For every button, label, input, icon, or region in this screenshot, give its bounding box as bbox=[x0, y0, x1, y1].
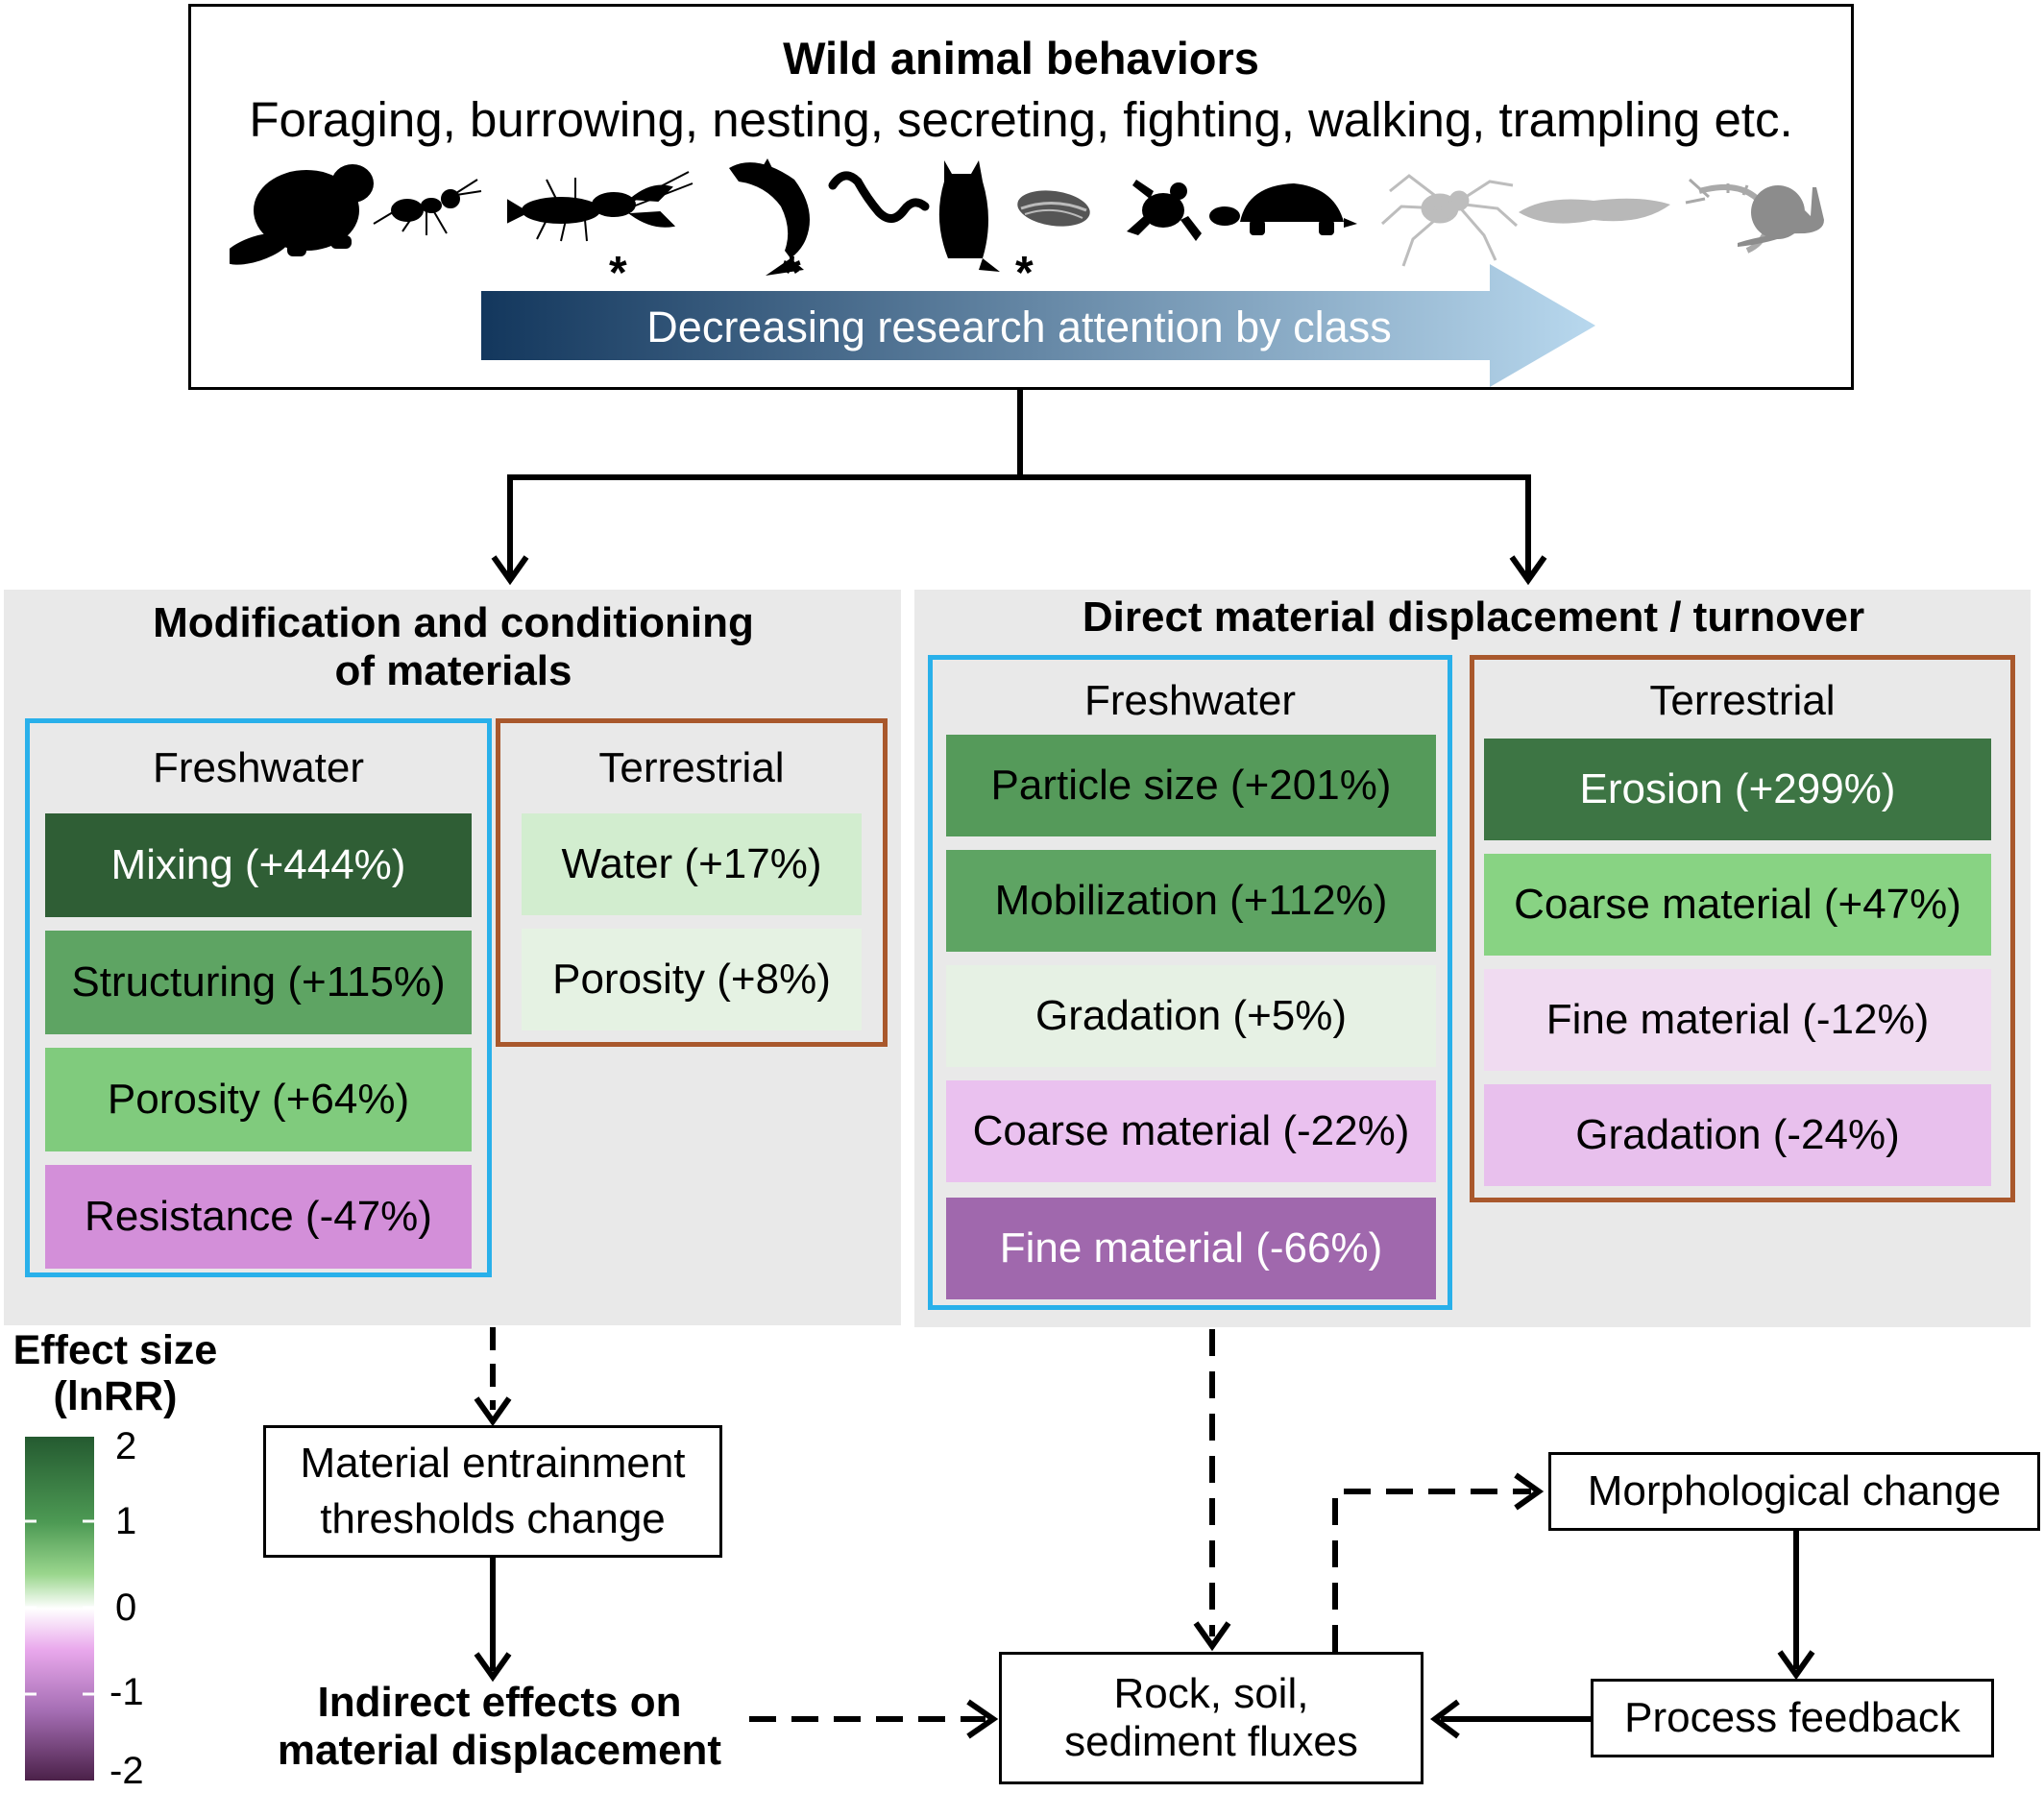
behaviors-title: Wild animal behaviors bbox=[783, 33, 1259, 84]
modification-panel-title: Modification and conditioning of materia… bbox=[153, 599, 754, 694]
effect-cell-terrestrial-fine-material: Fine material (-12%) bbox=[1484, 969, 1991, 1071]
displacement-freshwater-group: Freshwater Particle size (+201%) Mobiliz… bbox=[928, 655, 1452, 1310]
effect-cell-fine-material: Fine material (-66%) bbox=[946, 1198, 1436, 1299]
process-feedback-box: Process feedback bbox=[1591, 1679, 1994, 1757]
displacement-terrestrial-title: Terrestrial bbox=[1649, 677, 1836, 724]
behaviors-list: Foraging, burrowing, nesting, secreting,… bbox=[249, 92, 1793, 147]
ant-asterisk: * bbox=[609, 248, 627, 299]
modification-freshwater-group: Freshwater Mixing (+444%) Structuring (+… bbox=[25, 718, 492, 1277]
leech-icon bbox=[1519, 198, 1670, 224]
worm-asterisk: * bbox=[1015, 248, 1034, 299]
effect-cell-structuring: Structuring (+115%) bbox=[45, 931, 472, 1034]
owl-icon bbox=[938, 160, 1000, 272]
beaver-icon bbox=[230, 164, 374, 265]
effect-cell-coarse-material: Coarse material (-22%) bbox=[946, 1080, 1436, 1182]
frog-icon bbox=[1127, 180, 1202, 241]
attention-gradient-arrow bbox=[481, 264, 1595, 387]
displacement-freshwater-title: Freshwater bbox=[1083, 677, 1297, 724]
legend-tick-2: 2 bbox=[115, 1425, 137, 1467]
effect-cell-erosion: Erosion (+299%) bbox=[1484, 739, 1991, 840]
effect-cell-mobilization: Mobilization (+112%) bbox=[946, 850, 1436, 952]
effect-cell-resistance: Resistance (-47%) bbox=[45, 1165, 472, 1269]
displacement-terrestrial-group: Terrestrial Erosion (+299%) Coarse mater… bbox=[1470, 655, 2015, 1202]
legend-title: Effect size (lnRR) bbox=[12, 1327, 218, 1419]
legend-tick-neg2: -2 bbox=[110, 1750, 144, 1792]
mussel-icon bbox=[1017, 190, 1090, 227]
effect-cell-gradation: Gradation (+5%) bbox=[946, 965, 1436, 1067]
ant-icon bbox=[373, 179, 482, 235]
morphological-change-box: Morphological change bbox=[1548, 1452, 2040, 1531]
modification-panel: Modification and conditioning of materia… bbox=[4, 590, 901, 1325]
legend-tick-marks bbox=[25, 1519, 94, 1696]
spider-icon bbox=[1380, 174, 1519, 267]
modification-freshwater-title: Freshwater bbox=[152, 744, 365, 791]
fish-icon bbox=[729, 158, 810, 276]
entrainment-thresholds-box: Material entrainment thresholds change bbox=[263, 1425, 722, 1558]
modification-terrestrial-title: Terrestrial bbox=[598, 744, 785, 791]
crayfish-icon bbox=[507, 171, 694, 242]
indirect-effects-label: Indirect effects on material displacemen… bbox=[277, 1679, 722, 1774]
sediment-fluxes-box: Rock, soil, sediment fluxes bbox=[999, 1652, 1424, 1784]
worm-icon bbox=[828, 171, 930, 223]
crayfish-asterisk: * bbox=[783, 248, 801, 299]
effect-cell-terrestrial-gradation: Gradation (-24%) bbox=[1484, 1084, 1991, 1186]
effect-cell-particle-size: Particle size (+201%) bbox=[946, 735, 1436, 836]
effect-cell-water: Water (+17%) bbox=[522, 813, 862, 915]
effect-cell-mixing: Mixing (+444%) bbox=[45, 813, 472, 917]
displacement-panel: Direct material displacement / turnover … bbox=[914, 590, 2031, 1327]
animal-silhouettes bbox=[230, 158, 1824, 276]
legend-tick-1: 1 bbox=[115, 1500, 137, 1542]
turtle-icon bbox=[1209, 183, 1357, 235]
legend-tick-0: 0 bbox=[115, 1587, 137, 1629]
effect-cell-porosity: Porosity (+64%) bbox=[45, 1048, 472, 1151]
displacement-panel-title: Direct material displacement / turnover bbox=[1082, 594, 1865, 641]
snail-icon bbox=[1738, 185, 1824, 247]
effect-cell-terrestrial-coarse-material: Coarse material (+47%) bbox=[1484, 854, 1991, 956]
behaviors-box: Wild animal behaviors Foraging, burrowin… bbox=[188, 4, 1854, 390]
effect-cell-terrestrial-porosity: Porosity (+8%) bbox=[522, 929, 862, 1030]
attention-label: Decreasing research attention by class bbox=[646, 303, 1392, 351]
modification-terrestrial-group: Terrestrial Water (+17%) Porosity (+8%) bbox=[496, 718, 888, 1047]
legend-tick-neg1: -1 bbox=[110, 1671, 144, 1713]
top-connector-arrows bbox=[491, 390, 1547, 586]
